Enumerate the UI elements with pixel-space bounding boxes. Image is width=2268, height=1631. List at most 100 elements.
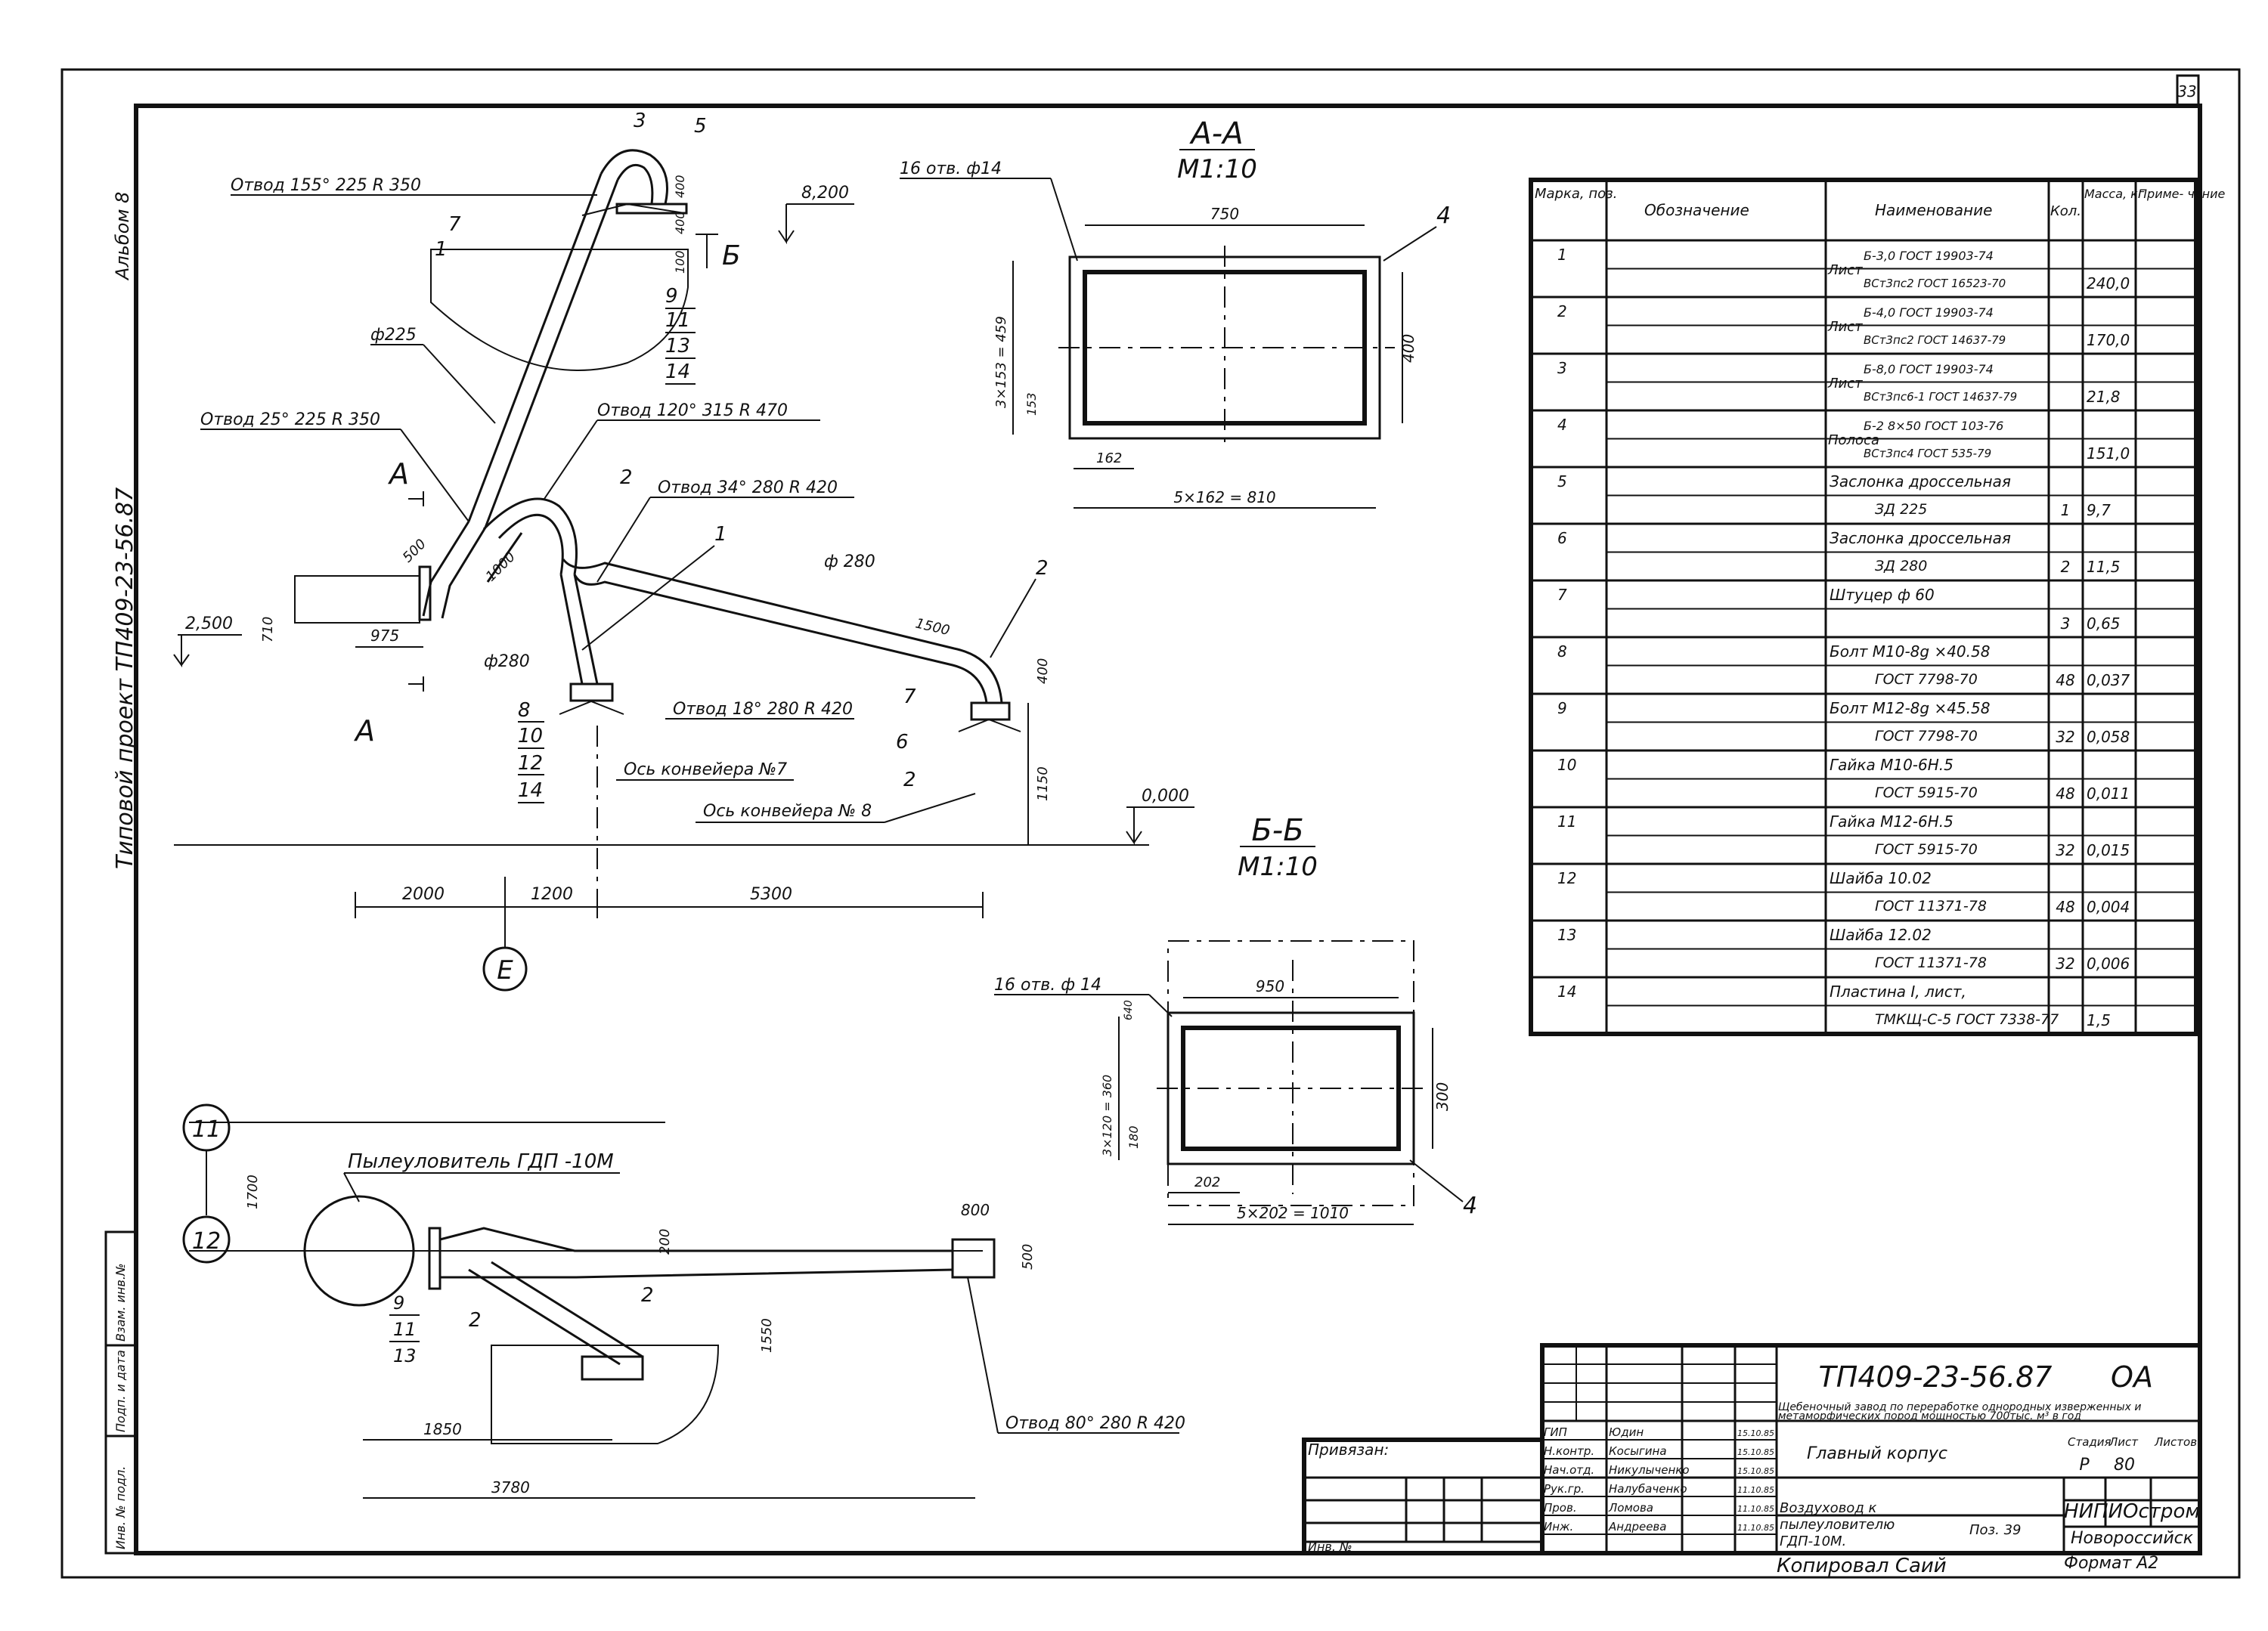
spec-row-mass: 0,006 [2087,955,2130,973]
level-8200: 8,200 [801,184,849,203]
plan-3780: 3780 [491,1478,530,1496]
spec-row-mark: 3 [1557,359,1567,377]
spec-row-qty: 32 [2056,728,2074,746]
dim-975: 975 [370,627,399,645]
tb-date: 15.10.85 [1737,1447,1774,1457]
tb-date: 11.10.85 [1737,1523,1774,1533]
tb-code: ТП409-23-56.87 [1819,1360,2053,1394]
label-axis8: Ось конвейера № 8 [703,802,872,821]
dim-1200: 1200 [531,885,573,904]
aa-vpitch: 3×153 = 459 [993,316,1009,408]
bb-v180: 180 [1126,1125,1141,1149]
spec-row-mass: 0,65 [2087,614,2121,633]
plan-elbow-80: Отвод 80° 280 R 420 [1005,1414,1185,1433]
spec-row-mark: 11 [1557,812,1576,831]
section-a-bottom: А [353,714,375,747]
dim-1500: 1500 [914,615,951,639]
spec-row-mark: 2 [1557,302,1567,320]
dim-1150: 1150 [1035,766,1051,801]
pos-12: 12 [518,752,543,775]
bb-duct [1181,1026,1401,1151]
pos-13a: 13 [665,335,690,357]
spec-row-mass: 11,5 [2087,558,2121,576]
plan-200: 200 [657,1229,673,1255]
tb-inv: Инв. № [1308,1540,1352,1554]
album-label: Альбом 8 [112,192,133,281]
axis-12: 12 [192,1228,221,1255]
tb-sheet-h: Лист [2108,1435,2139,1449]
spec-row-name2: ГОСТ 5915-70 [1875,785,1978,801]
spec-row-name1: Шайба 10.02 [1830,869,1932,887]
spec-row-name2: ВСт3пс6-1 ГОСТ 14637-79 [1864,390,2017,404]
dim-100: 100 [673,250,687,274]
section-bb: Б-Б М1:10 16 отв. ф 14 950 300 3×120 = 3… [994,813,1477,1225]
aa-hpitch: 5×162 = 810 [1173,488,1275,506]
level-2500: 2,500 [185,614,233,633]
spec-row-name2: ГОСТ 11371-78 [1875,955,1987,971]
tb-object: Щебеночный завод по переработке однородн… [1778,1401,2142,1422]
project-label: Типовой проект ТП409-23-56.87 [112,487,138,869]
tb-role: Н.контр. [1544,1444,1594,1458]
outer-frame [60,68,2241,1579]
axis-bubble-12 [182,1215,231,1264]
plan-view: 11 12 1700 Пылеуловитель ГДП -10М Отвод … [182,1103,1185,1499]
bb-holes: 16 отв. ф 14 [994,976,1101,995]
spec-row-qty: 3 [2061,614,2071,633]
spec-row-name1: Б-8,0 ГОСТ 19903-74 [1864,362,1994,376]
plan-800: 800 [961,1201,990,1219]
aa-title: А-А [1188,116,1243,151]
tb-stage: Р [2079,1456,2090,1475]
dim-400b: 400 [673,211,687,234]
spec-row-name2: ГОСТ 7798-70 [1875,728,1978,744]
spec-row-name1: Болт М12-8g ×45.58 [1830,699,1990,717]
spec-row-mass: 9,7 [2087,501,2111,519]
spec-row-mass: 170,0 [2087,331,2130,349]
spec-row-mark: 4 [1557,416,1567,434]
spec-h-mass: Масса, кг [2084,187,2145,201]
label-d225: ф225 [370,326,417,345]
tb-role: Нач.отд. [1544,1463,1594,1477]
spec-row-mass: 0,011 [2087,785,2130,803]
spec-row-mark: 5 [1557,472,1567,491]
tb-sheets-h: Листов [2154,1435,2197,1449]
dim-5300: 5300 [750,885,792,904]
plan-500: 500 [1020,1244,1036,1270]
spec-row-qty: 32 [2056,955,2074,973]
label-axis7: Ось конвейера №7 [624,760,787,779]
label-elbow-34: Отвод 34° 280 R 420 [658,478,838,497]
spec-row-name1: Заслонка дроссельная [1830,529,2011,547]
spec-row-name2: ГОСТ 7798-70 [1875,671,1978,688]
tb-privyazan: Привязан: [1308,1441,1389,1459]
label-elbow-25: Отвод 25° 225 R 350 [200,410,380,429]
tb-date: 11.10.85 [1737,1504,1774,1514]
spec-row-name1: Б-4,0 ГОСТ 19903-74 [1864,305,1994,320]
spec-row-qty: 32 [2056,841,2074,859]
plan-pos9: 9 [393,1292,404,1314]
spec-h-qty: Кол. [2050,203,2081,219]
strip-replace: Взам. инв.№ [113,1263,128,1342]
plan-pos11: 11 [393,1319,417,1340]
tb-name: Никулыченко [1609,1463,1690,1477]
title-block: Привязан: Инв. № ТП409-23-56.87 ОА Щебен… [1302,1343,2202,1555]
tb-date: 15.10.85 [1737,1428,1774,1438]
sheet-number: 33 [2177,82,2196,101]
spec-row-name1: Штуцер ф 60 [1830,586,1935,604]
spec-row-mark: 10 [1557,756,1576,774]
spec-row-type: Лист [1827,262,1863,278]
pos-8: 8 [518,699,531,722]
pos-2b: 2 [903,769,916,791]
pos-7a: 7 [448,213,461,236]
tb-org1: НИПИОстром [2064,1500,2200,1523]
spec-row-type: Лист [1827,319,1863,335]
aa-scale: М1:10 [1177,154,1257,184]
spec-h-name: Наименование [1875,201,1992,219]
plan-1850: 1850 [423,1420,462,1438]
spec-row-type: Полоса [1828,432,1879,448]
section-aa: А-А М1:10 16 отв. ф14 750 400 3×153 = 45… [900,116,1451,509]
bb-vpitch: 3×120 = 360 [1100,1075,1114,1156]
spec-row-name1: Болт М10-8g ×40.58 [1830,642,1990,661]
tb-date: 15.10.85 [1737,1466,1774,1476]
spec-row-mark: 6 [1557,529,1567,547]
